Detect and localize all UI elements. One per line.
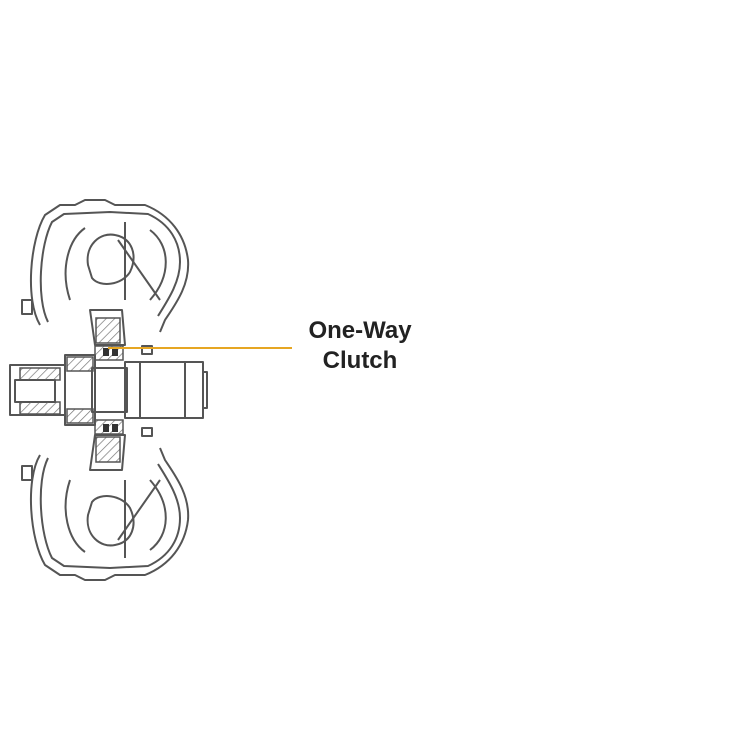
- housing-bottom-inner: [39, 457, 181, 569]
- turbine-bottom: [86, 495, 135, 547]
- clutch-race: [91, 367, 128, 413]
- output-shaft: [124, 361, 204, 419]
- center-hub: [64, 354, 96, 426]
- housing-bottom: [30, 447, 190, 581]
- stator-bottom: [89, 434, 126, 471]
- label-line-1: One-Way: [308, 317, 412, 344]
- label-line-2: Clutch: [322, 347, 398, 374]
- turbine-top: [86, 233, 135, 285]
- housing-top: [30, 199, 190, 333]
- housing-top-inner: [39, 211, 181, 323]
- clutch-rollers: [103, 348, 118, 432]
- stator-top: [89, 309, 126, 346]
- one-way-clutch-label: One-Way Clutch: [285, 316, 435, 376]
